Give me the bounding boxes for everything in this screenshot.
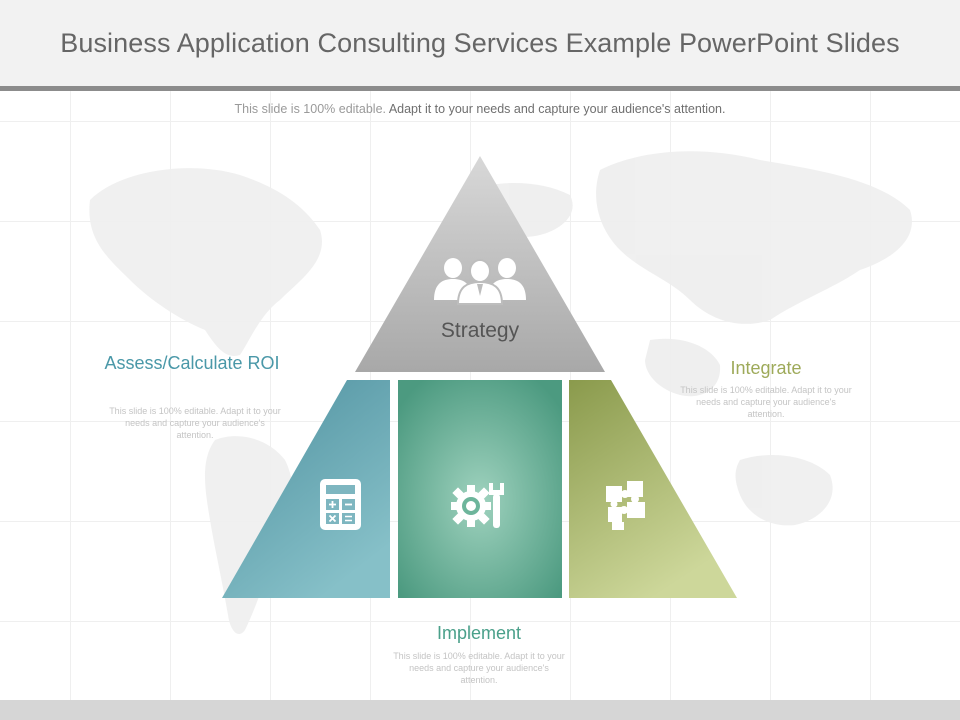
calculator-icon <box>320 479 361 530</box>
subtitle-part1: This slide is 100% editable. <box>234 102 387 116</box>
people-group-icon <box>434 258 526 305</box>
assess-description: This slide is 100% editable. Adapt it to… <box>109 406 281 440</box>
header-bar <box>0 0 960 86</box>
strategy-label: Strategy <box>440 319 520 342</box>
puzzle-icon <box>606 481 645 530</box>
header-divider <box>0 86 960 91</box>
integrate-title: Integrate <box>730 358 802 378</box>
slide-title: Business Application Consulting Services… <box>60 28 900 58</box>
footer-bar <box>0 700 960 720</box>
assess-title: Assess/Calculate ROI <box>104 353 280 373</box>
pyramid-right-segment <box>569 380 737 598</box>
gear-wrench-icon <box>451 483 504 528</box>
slide-subtitle: This slide is 100% editable. Adapt it to… <box>0 102 960 116</box>
pyramid-center-segment <box>398 380 562 598</box>
pyramid-left-segment <box>222 380 390 598</box>
integrate-description: This slide is 100% editable. Adapt it to… <box>680 385 852 419</box>
implement-title: Implement <box>436 623 522 643</box>
subtitle-part2: Adapt it to your needs and capture your … <box>388 102 726 116</box>
implement-description: This slide is 100% editable. Adapt it to… <box>393 651 565 685</box>
